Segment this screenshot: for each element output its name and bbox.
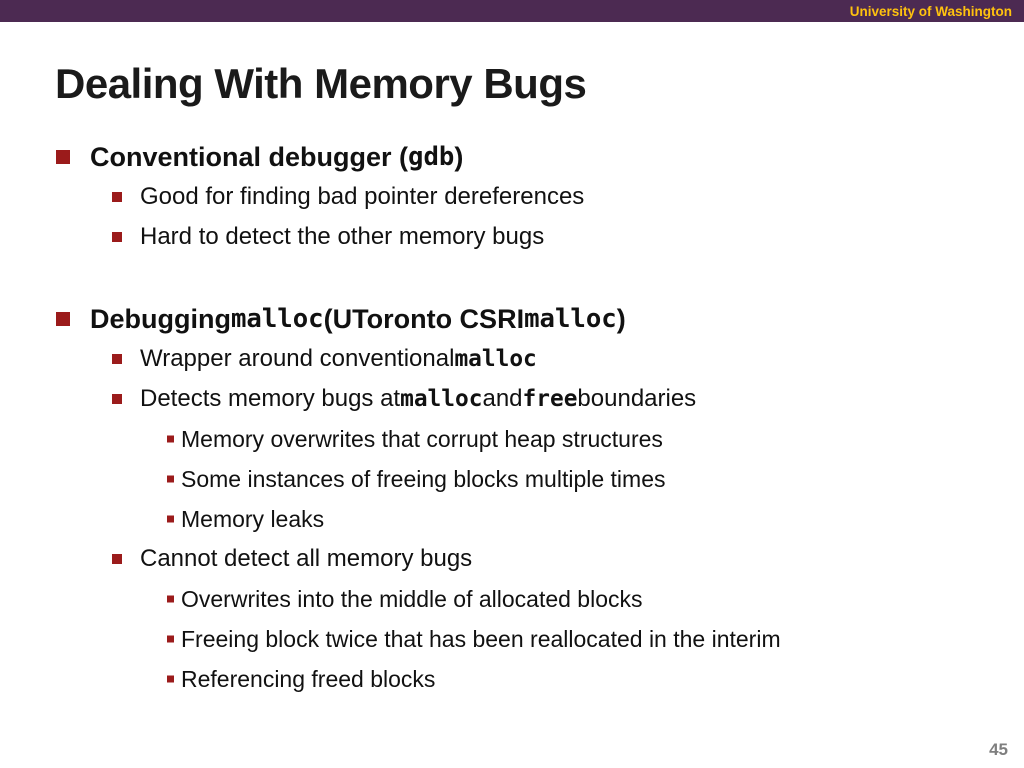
bullet-item-hard-to-detect: Hard to detect the other memory bugs [0,217,1024,257]
code-text: malloc [400,386,483,412]
code-text: gdb [408,142,455,172]
header-bar: University of Washington [0,0,1024,22]
bullet-square-icon [167,595,174,603]
code-text: malloc [230,304,324,334]
bullet-square-icon [167,635,174,643]
bullet-text: ) [616,303,626,334]
bullet-text: Overwrites into the middle of allocated … [181,585,643,612]
bullet-text: Detects memory bugs at [140,385,401,412]
bullet-item-good-for-finding: Good for finding bad pointer dereference… [0,177,1024,217]
bullet-text: ) [454,141,464,172]
bullet-text: boundaries [577,385,697,412]
code-text: free [522,386,578,412]
group-gap [0,257,1024,299]
bullet-item-some-instances: Some instances of freeing blocks multipl… [0,459,1024,499]
bullet-square-icon [167,515,174,523]
bullet-square-icon [56,312,70,326]
bullet-text: Memory leaks [181,505,325,532]
bullet-text: Good for finding bad pointer dereference… [140,183,585,210]
code-text: malloc [524,304,617,334]
bullet-text: Hard to detect the other memory bugs [140,223,545,250]
bullet-text: Some instances of freeing blocks multipl… [181,465,666,492]
bullet-square-icon [112,232,122,242]
bullet-text: Referencing freed blocks [181,665,436,692]
bullet-item-cannot-detect: Cannot detect all memory bugs [0,539,1024,579]
bullet-text: Freeing block twice that has been reallo… [181,625,781,652]
bullet-text: Cannot detect all memory bugs [140,545,473,572]
bullet-square-icon [167,435,174,443]
bullet-text: Debugging [90,303,231,334]
bullet-item-memory-overwrites: Memory overwrites that corrupt heap stru… [0,419,1024,459]
bullet-item-freeing-block-twice: Freeing block twice that has been reallo… [0,619,1024,659]
page-number: 45 [989,740,1008,759]
code-text: malloc [454,346,537,372]
bullet-square-icon [167,675,174,683]
university-brand: University of Washington [849,3,1012,19]
bullet-item-conventional-debugger: Conventional debugger (gdb) [0,137,1024,177]
bullet-text: Memory overwrites that corrupt heap stru… [181,425,663,452]
bullet-item-wrapper-around: Wrapper around conventional malloc [0,339,1024,379]
bullet-square-icon [167,475,174,483]
bullet-text: Wrapper around conventional [140,345,455,372]
bullet-text: (UToronto CSRI [323,303,525,334]
bullet-square-icon [112,354,122,364]
bullet-list: Conventional debugger (gdb) Good for fin… [0,137,1024,699]
bullet-item-referencing-freed: Referencing freed blocks [0,659,1024,699]
bullet-square-icon [112,554,122,564]
bullet-item-detects-memory-bugs: Detects memory bugs at malloc and free b… [0,379,1024,419]
bullet-square-icon [56,150,70,164]
bullet-text: and [482,385,523,412]
bullet-item-debugging-malloc: Debugging malloc (UToronto CSRI malloc) [0,299,1024,339]
slide-title: Dealing With Memory Bugs [55,60,587,107]
bullet-square-icon [112,394,122,404]
bullet-item-overwrites-middle: Overwrites into the middle of allocated … [0,579,1024,619]
bullet-text: Conventional debugger ( [90,141,409,172]
bullet-square-icon [112,192,122,202]
bullet-item-memory-leaks: Memory leaks [0,499,1024,539]
